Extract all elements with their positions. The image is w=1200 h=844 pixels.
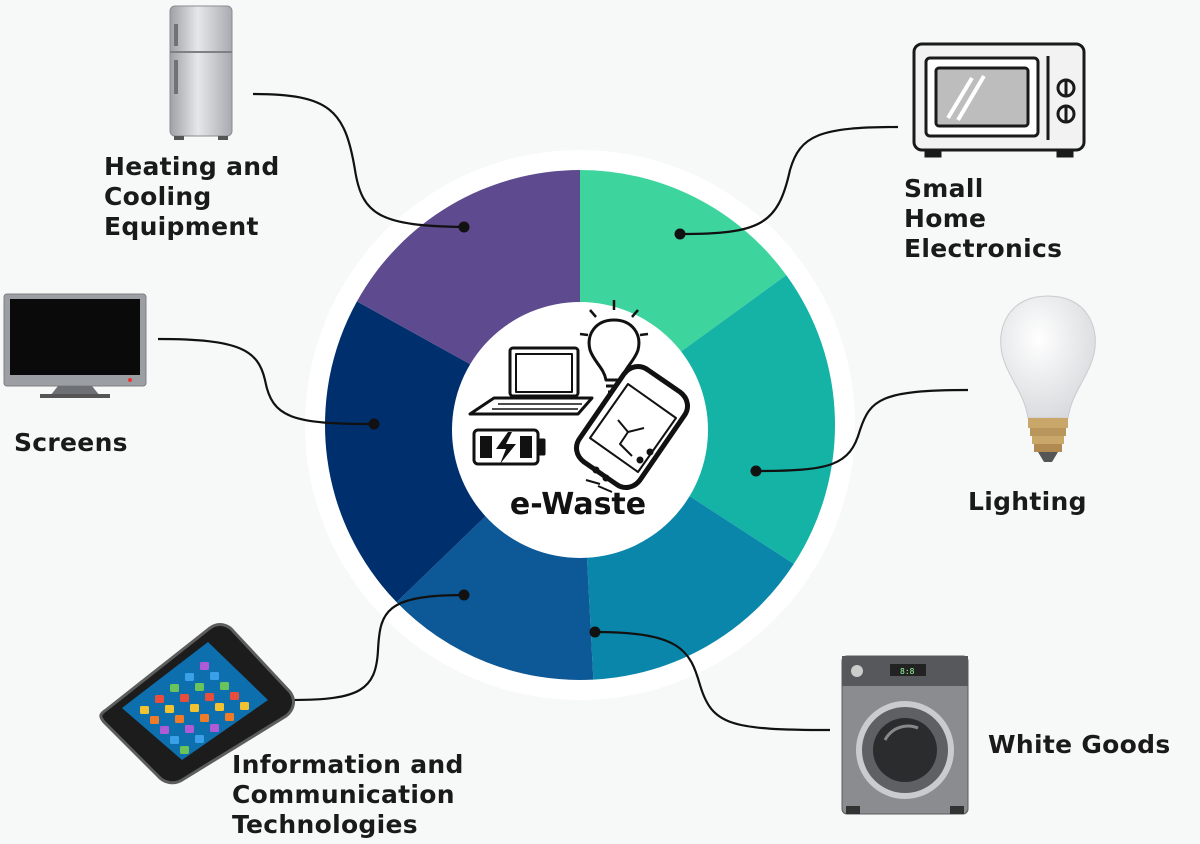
- segment-small-home: [580, 170, 787, 355]
- app-tile: [150, 716, 159, 724]
- smartphone-icon: [99, 623, 295, 785]
- label-heating-cooling-equipment: Heating and Cooling Equipment: [104, 152, 280, 241]
- dot-lighting: [750, 465, 762, 477]
- app-tile: [210, 724, 219, 732]
- connector-ict: [291, 593, 465, 702]
- label-screens: Screens: [14, 428, 128, 457]
- connector-screens: [157, 337, 375, 426]
- app-tile: [185, 725, 194, 733]
- app-tile: [240, 702, 249, 710]
- light-bulb-icon: [1000, 295, 1096, 462]
- broken-phone-icon: [574, 364, 690, 493]
- connector-dots: [368, 221, 762, 638]
- app-grid: [140, 662, 249, 754]
- dot-white-goods: [589, 626, 601, 638]
- app-tile: [230, 692, 239, 700]
- tv-monitor-icon: [3, 293, 147, 398]
- app-tile: [140, 706, 149, 714]
- app-tile: [160, 726, 169, 734]
- center-title: e-Waste: [509, 487, 647, 522]
- app-tile: [200, 714, 209, 722]
- app-tile: [170, 684, 179, 692]
- refrigerator-icon: [169, 5, 233, 140]
- app-tile: [180, 694, 189, 702]
- app-tile: [190, 704, 199, 712]
- dot-small-home: [674, 228, 686, 240]
- app-tile: [215, 703, 224, 711]
- svg-text:8:8: 8:8: [900, 667, 915, 676]
- washing-machine-icon: 8:8: [841, 655, 969, 815]
- segment-screens: [325, 301, 494, 603]
- label-small-home-electronics: Small Home Electronics: [904, 174, 1063, 263]
- label-ict: Information and Communication Technologi…: [232, 750, 464, 839]
- app-tile: [210, 672, 219, 680]
- app-tile: [175, 715, 184, 723]
- app-tile: [170, 736, 179, 744]
- app-tile: [200, 662, 209, 670]
- connector-lighting: [755, 388, 969, 473]
- app-tile: [225, 713, 234, 721]
- connectors: [157, 92, 969, 732]
- label-white-goods: White Goods: [988, 730, 1171, 759]
- app-tile: [165, 705, 174, 713]
- battery-icon: [472, 428, 546, 466]
- app-tile: [195, 683, 204, 691]
- app-tile: [180, 746, 189, 754]
- app-tile: [155, 695, 164, 703]
- label-lighting: Lighting: [968, 487, 1087, 516]
- dot-screens: [368, 418, 380, 430]
- app-tile: [185, 673, 194, 681]
- app-tile: [195, 735, 204, 743]
- microwave-icon: [912, 42, 1086, 158]
- dot-heating: [458, 221, 470, 233]
- connector-small-home: [679, 125, 899, 236]
- connector-white-goods: [594, 630, 831, 732]
- segment-lighting: [677, 275, 836, 564]
- app-tile: [220, 682, 229, 690]
- center-icons: [468, 300, 690, 493]
- app-tile: [205, 693, 214, 701]
- connector-heating: [252, 92, 465, 229]
- laptop-icon: [468, 346, 594, 416]
- dot-ict: [458, 589, 470, 601]
